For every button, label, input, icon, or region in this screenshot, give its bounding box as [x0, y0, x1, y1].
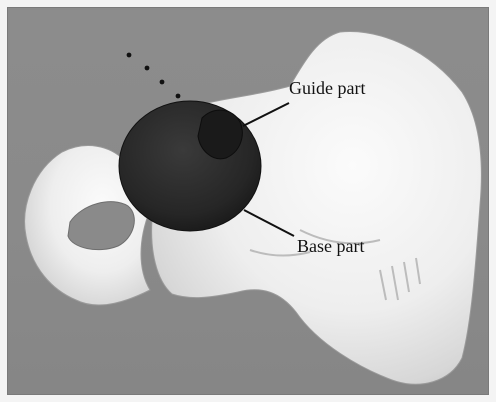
guide-part-region — [198, 110, 242, 159]
pelvic-bone-model — [25, 32, 482, 385]
base-part-label: Base part — [297, 237, 364, 255]
dotted-trajectory — [127, 53, 181, 99]
base-part-sphere — [119, 101, 261, 231]
guide-part-label: Guide part — [289, 79, 365, 97]
